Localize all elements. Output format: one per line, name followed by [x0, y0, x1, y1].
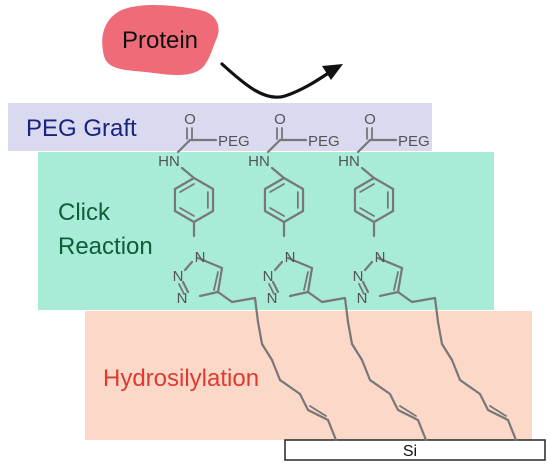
triazole-bond	[198, 290, 220, 298]
triazole-n1: N	[285, 249, 296, 266]
triazole-n2: N	[353, 268, 364, 285]
triazole-bond	[361, 280, 370, 294]
triazole-n3: N	[177, 290, 188, 307]
triazole-bond	[196, 256, 224, 270]
amine-label: HN	[248, 153, 270, 170]
hydrosilylation-label: Hydrosilylation	[103, 365, 259, 392]
triazole-double-bond	[358, 283, 365, 295]
triazole-bond	[306, 266, 314, 294]
alkene-double-bond	[309, 405, 327, 417]
peg-graft-label: PEG Graft	[26, 115, 137, 142]
bond-c-n	[266, 138, 282, 154]
peg-group-label: PEG	[308, 133, 340, 150]
peg-group-label: PEG	[218, 133, 250, 150]
triazole-bond	[271, 280, 280, 294]
triazole-n2: N	[173, 268, 184, 285]
benzene-inner-bond	[179, 183, 195, 193]
triazole-double-bond	[213, 271, 219, 291]
silicon-label: Si	[403, 443, 417, 460]
benzene-inner-bond	[179, 207, 195, 217]
amine-label: HN	[338, 153, 360, 170]
triazole-bond	[181, 280, 190, 294]
triazole-bond	[396, 266, 404, 294]
triazole-double-bond	[178, 283, 185, 295]
triazole-bond	[376, 256, 404, 270]
alkyl-chain	[396, 290, 518, 442]
benzene-inner-bond	[359, 183, 375, 193]
triazole-bond	[216, 266, 224, 294]
triazole-n3: N	[357, 290, 368, 307]
triazole-bond	[183, 260, 194, 272]
bond-n-ring	[360, 166, 376, 180]
silicon-substrate	[284, 439, 546, 461]
triazole-double-bond	[393, 271, 399, 291]
triazole-double-bond	[303, 271, 309, 291]
triazole-n2: N	[263, 268, 274, 285]
triazole-bond	[273, 260, 284, 272]
alkene-double-bond	[399, 405, 417, 417]
benzene-inner-bond	[359, 207, 375, 217]
click-reaction-band	[38, 152, 494, 310]
arrow-head-icon	[322, 64, 343, 80]
triazole-bond	[378, 290, 400, 298]
triazole-bond	[286, 256, 314, 270]
benzene-inner-bond	[269, 207, 285, 217]
triazole-bond	[363, 260, 374, 272]
triazole-n3: N	[267, 290, 278, 307]
triazole-double-bond	[268, 283, 275, 295]
alkyl-chain	[216, 290, 338, 442]
protein-blob	[102, 5, 219, 75]
triazole-n1: N	[375, 249, 386, 266]
benzene-inner-bond	[269, 183, 285, 193]
binding-arrow	[220, 62, 332, 99]
peg-group-label: PEG	[398, 133, 430, 150]
peg-graft-band	[8, 103, 432, 151]
click-label-line2: Reaction	[58, 233, 153, 260]
carbonyl-oxygen: O	[274, 111, 286, 128]
alkyl-chain	[306, 290, 428, 442]
triazole-bond	[288, 290, 310, 298]
triazole-n1: N	[195, 249, 206, 266]
bond-n-ring	[270, 166, 286, 180]
protein-label: Protein	[122, 27, 198, 54]
bond-c-n	[356, 138, 372, 154]
alkene-double-bond	[489, 405, 507, 417]
carbonyl-oxygen: O	[184, 111, 196, 128]
bond-n-ring	[180, 166, 196, 180]
amine-label: HN	[158, 153, 180, 170]
click-label-line1: Click	[58, 199, 111, 226]
bond-c-n	[176, 138, 192, 154]
carbonyl-oxygen: O	[364, 111, 376, 128]
